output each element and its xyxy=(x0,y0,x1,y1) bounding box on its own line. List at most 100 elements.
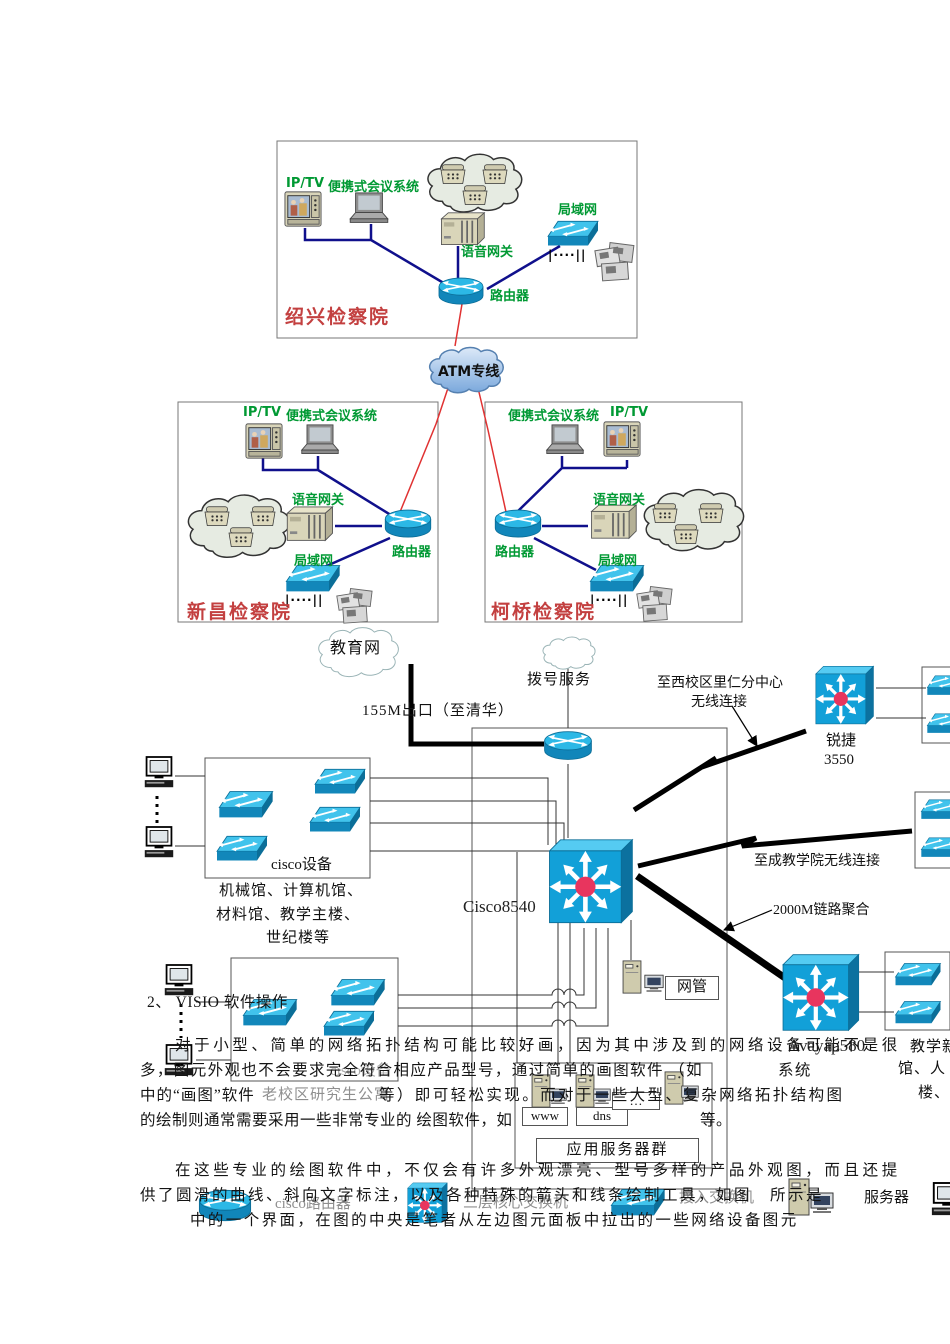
2000m-aggregate-line xyxy=(635,873,790,983)
nms-server-icon xyxy=(622,960,642,994)
wireless-lightning-adult xyxy=(637,828,913,869)
conference-label: 便携式会议系统 xyxy=(508,409,600,424)
atm-red-links xyxy=(399,303,507,513)
access-switch-icon xyxy=(894,962,942,987)
phone-icon xyxy=(652,503,678,523)
router-icon xyxy=(384,509,432,538)
router-icon xyxy=(494,509,542,538)
iptv-icon xyxy=(603,421,641,457)
dns-server-label: dns xyxy=(576,1107,628,1126)
phone-icon xyxy=(440,164,466,184)
iptv-label: IP/TV xyxy=(610,405,649,420)
west-branch-box xyxy=(921,666,950,744)
agg-annotation-arrow xyxy=(723,909,773,932)
legend-computer-icon xyxy=(930,1182,950,1217)
lan-switch-icon xyxy=(589,564,645,593)
dorm-devices-box xyxy=(230,957,399,1082)
para1-line2b: 系统 xyxy=(778,1062,812,1079)
phone-icon xyxy=(698,503,724,523)
cisco-box-caption-3: 世纪楼等 xyxy=(266,930,331,946)
access-switch-icon xyxy=(330,978,386,1007)
nms-label-box: 网管 xyxy=(665,976,719,1000)
nms-monitor-icon xyxy=(644,974,664,993)
lan-switch-icon xyxy=(546,220,600,247)
access-switch-icon xyxy=(926,675,950,696)
phone-lines-label: |····|| xyxy=(285,593,324,607)
campus-thin-links xyxy=(175,668,926,1063)
desktop-computer-icon xyxy=(143,756,175,789)
desktop-computer-icon xyxy=(143,826,175,859)
iptv-icon xyxy=(284,191,322,227)
ruijie-3550-switch-icon xyxy=(814,664,876,726)
para1-line4a: 的绘制则通常需要采用一些非常专业的 绘图软件，如 xyxy=(140,1112,513,1129)
more-servers-label: … xyxy=(612,1092,660,1110)
photo-cluster-icon xyxy=(594,242,635,282)
lan-label: 局域网 xyxy=(598,554,638,569)
access-switch-icon xyxy=(314,768,366,795)
voice-gateway-icon xyxy=(590,504,638,540)
access-switch-icon xyxy=(920,837,950,858)
www-server-label: www xyxy=(522,1107,568,1126)
para1-line3a: 中的“画图”软件 xyxy=(140,1087,255,1104)
phone-icon xyxy=(673,524,699,544)
west-annotation-arrow xyxy=(731,705,758,747)
right-caption-2: 馆、人 xyxy=(898,1061,947,1077)
access-switch-icon xyxy=(920,799,950,820)
cisco8540-label: Cisco8540 xyxy=(463,897,536,916)
laptop-icon xyxy=(349,192,389,223)
user-dots xyxy=(155,796,183,1038)
laptop-icon xyxy=(301,424,339,454)
dorm-box-label: cisco设备 xyxy=(330,1063,391,1079)
ruijie-label-2: 3550 xyxy=(824,752,854,768)
cisco-devices-box xyxy=(204,757,371,879)
link-agg-label: 2000M链路聚合 xyxy=(773,903,870,918)
right-caption-3: 楼、 xyxy=(918,1085,950,1101)
cisco8540-core-switch-icon xyxy=(550,840,633,923)
router-label: 路由器 xyxy=(495,545,535,560)
legend-access-switch-label: 接入交换机 xyxy=(679,1190,755,1206)
access-switch-icon xyxy=(309,806,361,833)
para1-line3b: 等）即可轻松实现。而对于一些大型、复杂网络拓扑结构图 xyxy=(379,1087,845,1104)
access-switch-icon xyxy=(894,1000,942,1025)
lan-switch-icon xyxy=(285,564,341,593)
wireless-lightning-west xyxy=(632,728,807,813)
access-switch-icon xyxy=(323,1010,375,1037)
dialup-label: 拨号服务 xyxy=(527,672,592,688)
phone-icon xyxy=(228,527,254,547)
iptv-label: IP/TV xyxy=(286,176,325,191)
legend-router-label: cisco路由器 xyxy=(275,1196,351,1212)
dialup-cloud xyxy=(542,636,596,670)
section-heading: 2、 VISIO 软件操作 xyxy=(147,994,288,1011)
cisco-box-caption-2: 材料馆、教学主楼、 xyxy=(216,907,361,923)
right-caption-1: 教学新 xyxy=(910,1039,950,1055)
access-switch-icon xyxy=(218,790,274,819)
para2-line3: 中的一个界面，在图的中央是笔者从左边图元面板中拉出的一些网络设备图元 xyxy=(190,1212,799,1229)
wireless-west-label-1: 至西校区里仁分中心 xyxy=(657,676,783,691)
conference-label: 便携式会议系统 xyxy=(286,409,378,424)
voice-gateway-label: 语音网关 xyxy=(593,493,646,508)
para2-line1: 在这些专业的绘图软件中，不仅会有许多外观漂亮、型号多样的产品外观图，而且还提 xyxy=(175,1162,901,1179)
phones-cloud xyxy=(187,494,291,559)
voice-gateway-label: 语音网关 xyxy=(461,245,514,260)
atm-link-label: ATM专线 xyxy=(438,364,500,380)
wan-diagram xyxy=(177,140,745,624)
para2-line2b: 所示是 xyxy=(770,1187,825,1204)
phone-lines-label: |····|| xyxy=(548,248,587,262)
voice-gateway-icon xyxy=(440,212,486,246)
para1-line1: 对于小型、简单的网络拓扑结构可能比较好画，因为其中涉及到的网络设备可能不是很 xyxy=(175,1037,901,1054)
laptop-icon xyxy=(546,424,584,454)
site-shaoxing-label: 绍兴检察院 xyxy=(285,306,391,328)
adult-college-box xyxy=(914,791,950,869)
access-switch-icon xyxy=(926,713,950,734)
photo-cluster-icon xyxy=(636,586,673,622)
server-group-title: 应用服务器群 xyxy=(536,1138,699,1163)
uplink-155m-line xyxy=(408,664,544,747)
education-net-label: 教育网 xyxy=(330,640,382,657)
cisco-box-label: cisco设备 xyxy=(271,857,332,873)
phone-lines-label: |····|| xyxy=(590,593,629,607)
teaching-bldg-box xyxy=(884,951,950,1031)
access-switch-icon xyxy=(216,835,268,862)
cisco-box-caption-1: 机械馆、计算机馆、 xyxy=(219,883,364,899)
